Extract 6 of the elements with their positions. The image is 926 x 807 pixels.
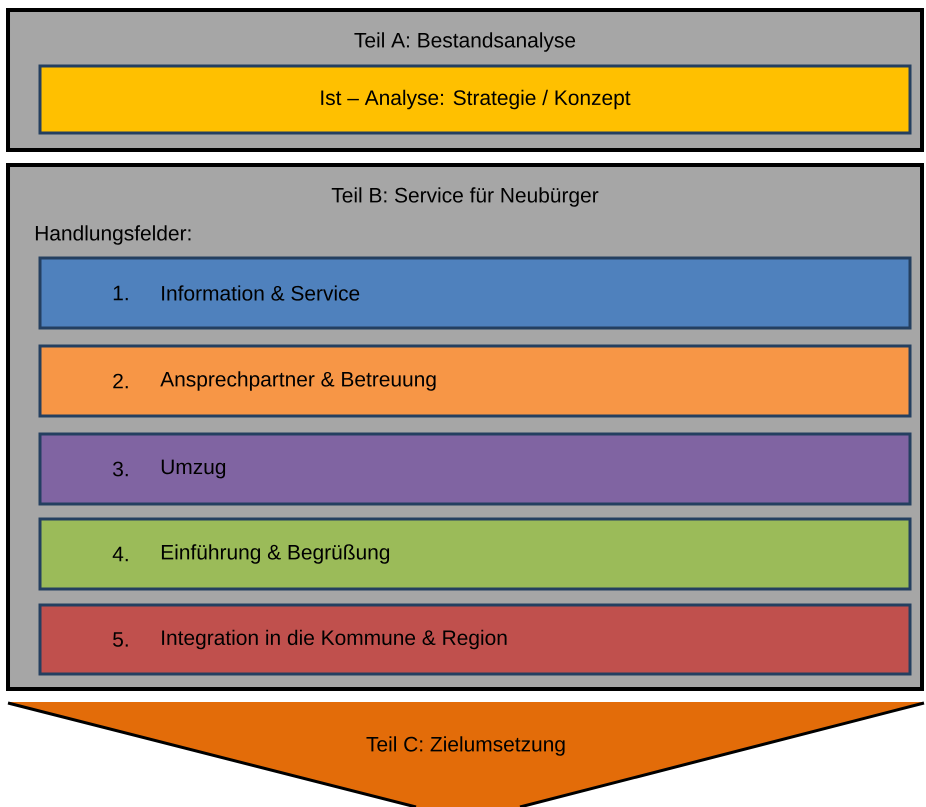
analysis-bar: Ist – Analyse: Strategie / Konzept — [38, 64, 912, 134]
action-field-bar: 4. Einführung & Begrüßung — [38, 518, 912, 590]
action-field-bar: 3. Umzug — [38, 432, 912, 506]
action-field-bar: 1. Information & Service — [38, 256, 912, 330]
action-field-bar: 5. Integration in die Kommune & Region — [38, 604, 912, 676]
action-field-bar: 2. Ansprechpartner & Betreuung — [38, 344, 912, 418]
